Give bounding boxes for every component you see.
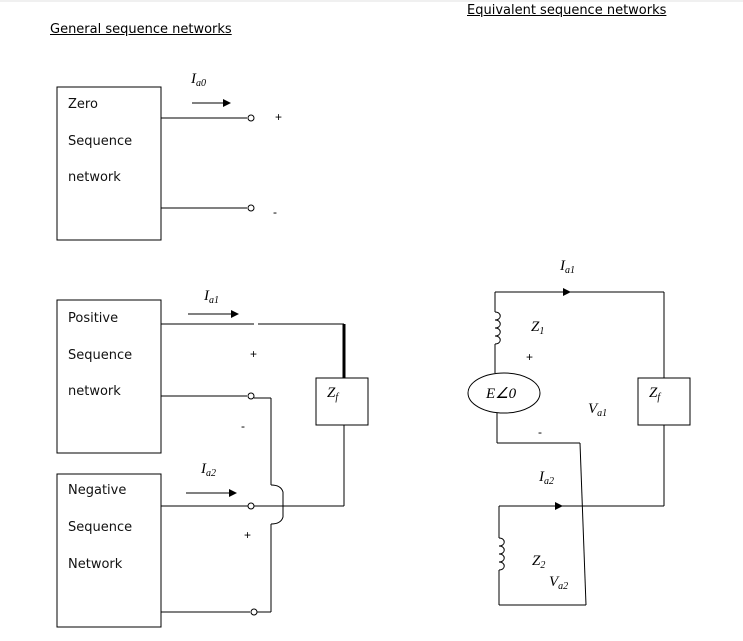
equivalent-network: Ia1 Z1 + E∠0 - Zf Va1 Ia2 Z2 Va2	[467, 258, 691, 606]
z1-label: Z1	[531, 319, 544, 337]
zero-minus-terminal	[247, 204, 255, 212]
negative-minus-terminal	[250, 608, 258, 616]
fault-impedance-box	[315, 377, 369, 426]
negative-sequence-box	[56, 473, 162, 628]
equivalent-minus-sign: -	[538, 425, 542, 439]
equivalent-zf-box	[637, 377, 691, 426]
negative-minus-sign: -	[236, 634, 240, 641]
negative-plus-sign: +	[244, 528, 251, 542]
z2-inductor	[498, 537, 505, 571]
equivalent-zf-label: Zf	[649, 385, 661, 403]
positive-sequence-box	[56, 299, 162, 454]
positive-sequence-label: Sequence	[68, 348, 132, 363]
voltage-source-label: E∠0	[485, 386, 517, 402]
positive-minus-sign: -	[241, 419, 245, 433]
zero-sequence-box	[56, 86, 162, 241]
negative-plus-terminal	[247, 502, 255, 510]
zero-minus-sign: -	[273, 205, 277, 219]
negative-label: Negative	[68, 483, 126, 498]
negative-sequence-block: Negative Sequence Network + - Ia2	[56, 461, 344, 641]
fault-impedance-label: Zf	[327, 385, 339, 403]
positive-minus-terminal	[247, 392, 255, 400]
zero-plus-sign: +	[275, 110, 282, 124]
positive-plus-sign: +	[250, 347, 257, 361]
general-networks-heading: General sequence networks	[50, 22, 232, 37]
positive-network-label: network	[68, 384, 121, 399]
negative-sequence-label: Sequence	[68, 520, 132, 535]
voltage-source	[467, 372, 541, 414]
z1-inductor	[494, 311, 501, 345]
equivalent-current1-label: Ia1	[559, 258, 575, 276]
equivalent-current2-label: Ia2	[538, 469, 554, 487]
positive-current-label: Ia1	[203, 288, 219, 306]
positive-sequence-block: Positive Sequence network + - Ia1	[56, 288, 346, 454]
zero-label: Zero	[68, 97, 98, 112]
zero-current-label: Ia0	[190, 71, 206, 89]
negative-current-label: Ia2	[200, 461, 216, 479]
va2-label: Va2	[549, 574, 568, 592]
zero-network-label: network	[68, 170, 121, 185]
equivalent-networks-heading: Equivalent sequence networks	[467, 3, 667, 18]
equivalent-plus-sign: +	[526, 350, 533, 364]
zero-sequence-block: Zero Sequence network + - Ia0	[56, 71, 282, 241]
va1-label: Va1	[588, 401, 607, 419]
z2-label: Z2	[532, 553, 545, 571]
zero-sequence-label: Sequence	[68, 134, 132, 149]
zero-plus-terminal	[247, 114, 255, 122]
negative-network-label: Network	[68, 557, 123, 572]
positive-label: Positive	[68, 311, 118, 326]
